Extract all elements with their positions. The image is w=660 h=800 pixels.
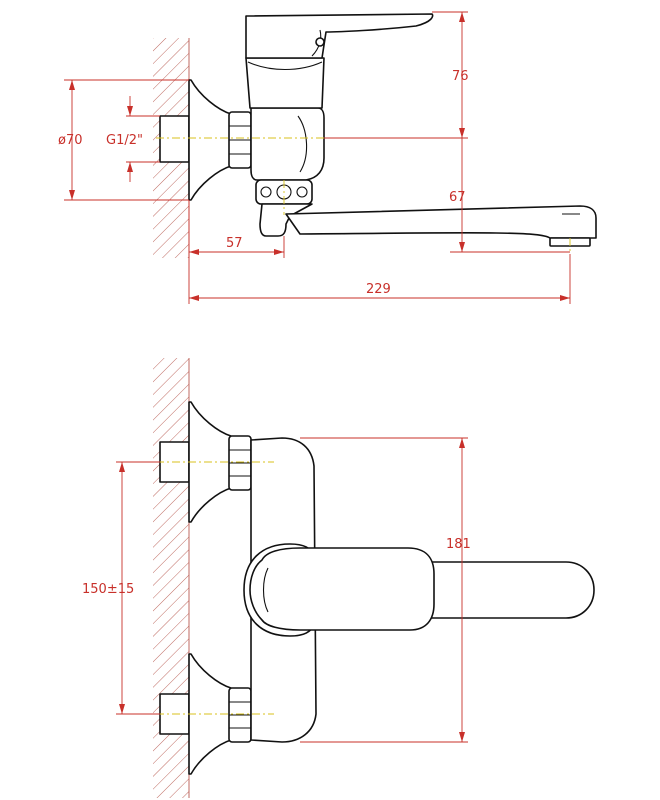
- dim-76: [324, 11, 468, 139]
- faucet-body-side: [250, 107, 325, 181]
- dim-flange-diameter: [64, 79, 189, 201]
- dim-label-inlet-spacing: 150±15: [82, 582, 134, 597]
- top-view: [153, 358, 595, 798]
- dim-label-67: 67: [449, 190, 466, 205]
- lever-handle-side: [245, 13, 434, 59]
- dim-label-181: 181: [446, 537, 471, 552]
- escutcheon-flange: [188, 79, 232, 201]
- lever-pivot: [315, 37, 325, 47]
- lever-top-contour: [262, 567, 269, 613]
- side-view: [153, 13, 597, 258]
- dim-label-229: 229: [366, 282, 391, 297]
- dim-181: [300, 437, 468, 743]
- hex-nut-top: [228, 111, 252, 169]
- housing-contour: [247, 61, 323, 70]
- dim-229: [189, 254, 571, 304]
- dim-inlet-spacing: [116, 461, 160, 715]
- dim-67: [450, 138, 570, 253]
- upper-hex-nut: [228, 435, 252, 491]
- dim-label-76: 76: [452, 69, 469, 84]
- dim-57: [188, 200, 285, 304]
- dim-label-thread: G1/2": [106, 133, 143, 148]
- spout-base: [259, 203, 313, 237]
- spout-side: [285, 205, 597, 239]
- dim-label-flange-diameter: ø70: [58, 133, 83, 148]
- wall-pipe: [159, 115, 190, 163]
- dim-label-57: 57: [226, 236, 243, 251]
- lever-handle-top: [249, 547, 435, 631]
- dim-thread: [126, 96, 160, 182]
- body-contour: [297, 115, 308, 173]
- lower-hex-nut: [228, 687, 252, 743]
